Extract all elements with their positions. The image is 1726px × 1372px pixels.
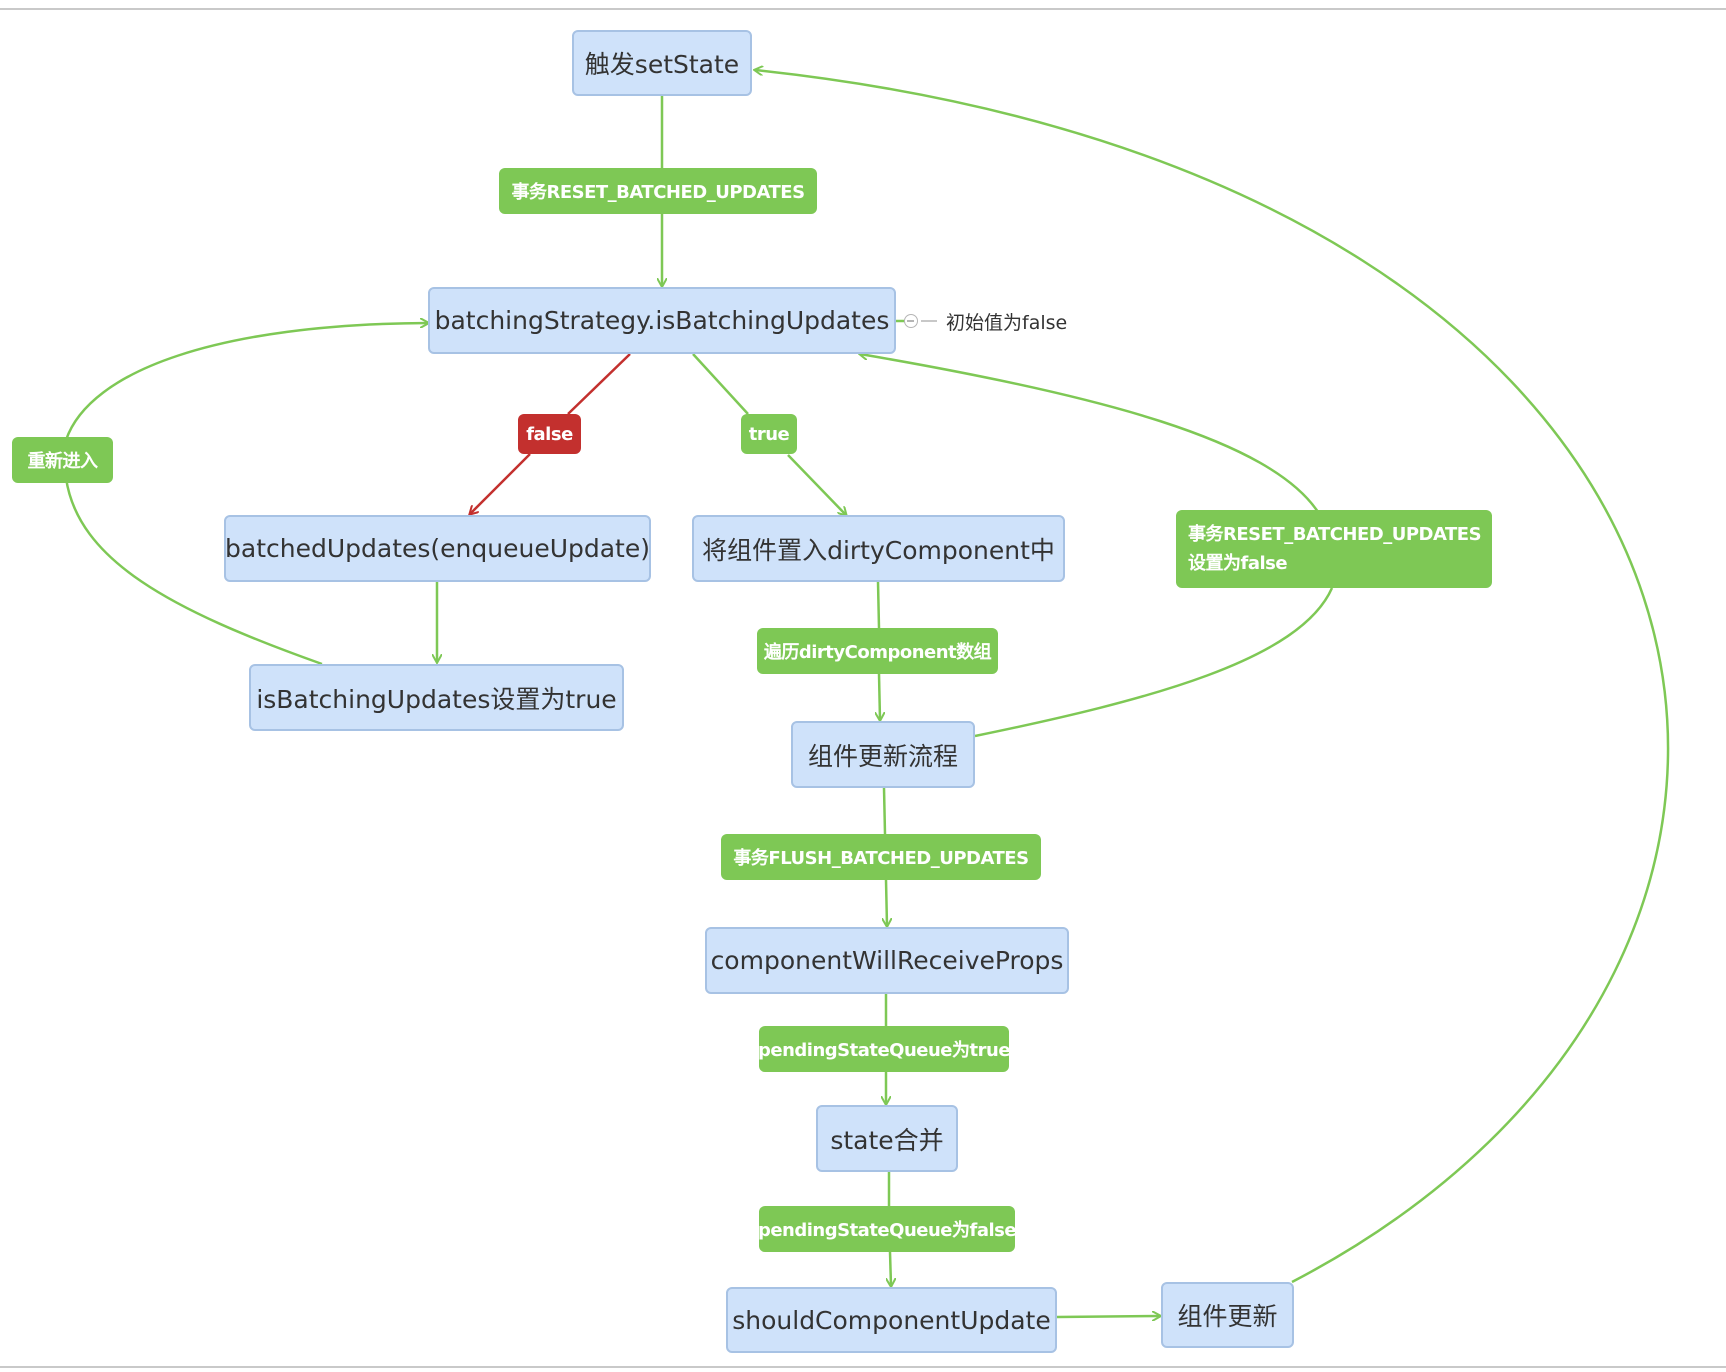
node-is-batching-updates: batchingStrategy.isBatchingUpdates [428,287,896,354]
edge-false-to-batched [470,453,531,514]
label-reset-batched-updates-top: 事务RESET_BATCHED_UPDATES [499,168,817,214]
edge-traverse-to-flow [879,673,880,720]
label-pending-state-true: pendingStateQueue为true [758,1026,1011,1072]
label-pending-state-false: pendingStateQueue为false [758,1206,1017,1252]
edge-flow-to-flush [882,787,887,835]
collapse-toggle-icon[interactable] [904,314,918,328]
edge-scu-to-component-update [1056,1316,1160,1317]
label-flush-batched-updates: 事务FLUSH_BATCHED_UPDATES [721,834,1041,880]
edge-re-enter-loop [64,323,428,666]
node-component-update: 组件更新 [1161,1282,1294,1348]
label-reset-batched-updates-right: 事务RESET_BATCHED_UPDATES 设置为false [1176,510,1492,588]
node-put-dirty-component: 将组件置入dirtyComponent中 [692,515,1065,582]
edge-true-to-dirty [787,454,846,515]
label-re-enter: 重新进入 [12,437,113,483]
node-component-will-receive-props: componentWillReceiveProps [705,927,1069,994]
edge-flush-to-cwrp [886,879,887,926]
label-false-branch: false [518,414,581,454]
node-batched-updates: batchedUpdates(enqueueUpdate) [224,515,651,582]
label-true-branch: true [741,414,797,454]
top-border [0,8,1726,10]
note-initial-value: 初始值为false [946,312,1068,334]
edge-dirty-to-traverse [876,581,881,629]
bottom-border [0,1366,1726,1368]
label-reset-right-line1: 事务RESET_BATCHED_UPDATES [1188,524,1482,545]
edge-pending-false-to-scu [890,1251,891,1286]
node-should-component-update: shouldComponentUpdate [726,1287,1057,1353]
node-trigger-set-state: 触发setState [572,30,752,96]
edge-batching-to-false [567,353,631,415]
node-state-merge: state合并 [816,1105,958,1172]
node-set-batching-true: isBatchingUpdates设置为true [249,664,624,731]
label-reset-right-line2: 设置为false [1188,553,1288,574]
label-traverse-dirty-component: 遍历dirtyComponent数组 [757,628,998,674]
node-component-update-flow: 组件更新流程 [791,721,975,788]
edge-batching-to-true [692,353,749,415]
edge-component-update-to-set-state [755,70,1670,1284]
edge-reset-right-to-batching [860,354,1320,513]
edge-flow-to-reset-right [974,587,1334,738]
